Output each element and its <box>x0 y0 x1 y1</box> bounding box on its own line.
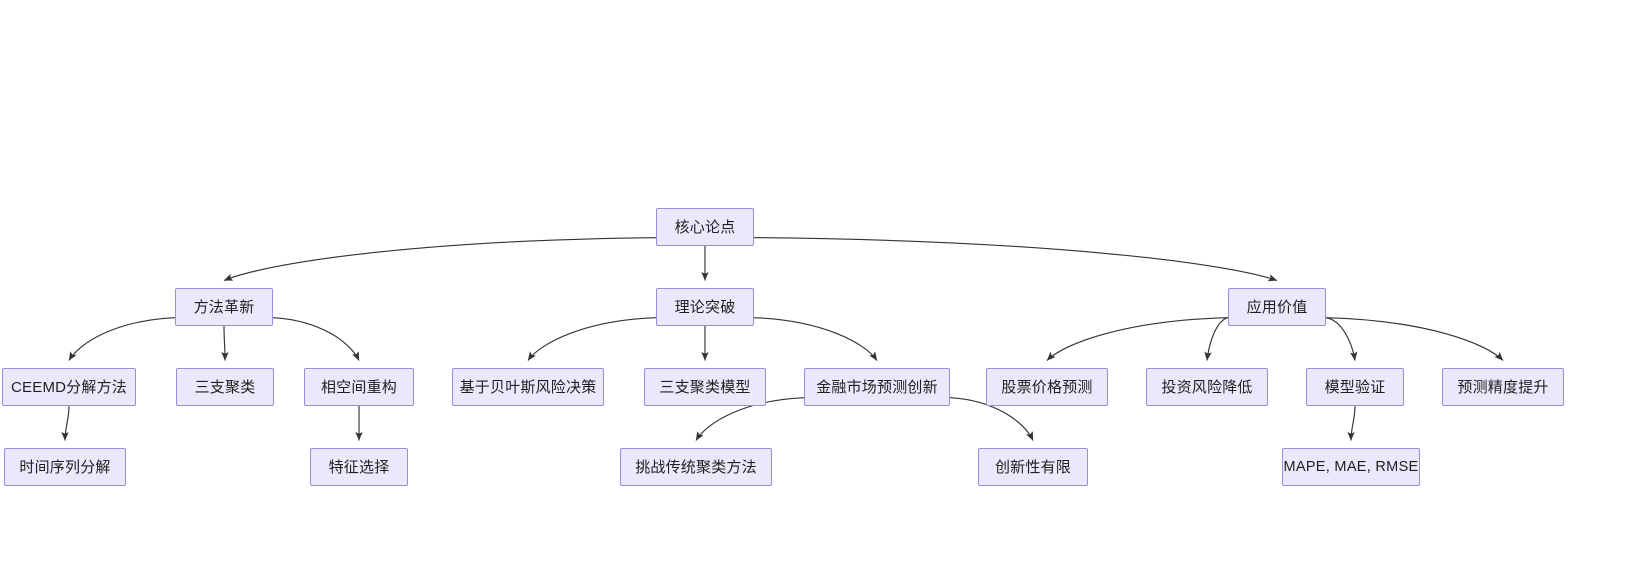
edge-validate-to-metrics <box>1347 405 1356 441</box>
node-label: 预测精度提升 <box>1457 378 1549 396</box>
edge-root-to-method <box>223 237 657 282</box>
edge-method-to-threeway <box>221 325 229 361</box>
edge-root-to-application <box>753 237 1278 282</box>
edge-paths <box>61 237 1504 441</box>
node-label: 基于贝叶斯风险决策 <box>459 378 597 396</box>
node-finance[interactable]: 金融市场预测创新 <box>804 368 950 406</box>
node-label: 时间序列分解 <box>19 458 111 476</box>
node-label: 相空间重构 <box>320 378 397 396</box>
node-metrics[interactable]: MAPE, MAE, RMSE <box>1282 448 1420 486</box>
node-label: 模型验证 <box>1324 378 1386 396</box>
node-label: 应用价值 <box>1246 298 1308 316</box>
node-theory[interactable]: 理论突破 <box>656 288 754 326</box>
node-twmodel[interactable]: 三支聚类模型 <box>644 368 766 406</box>
edge-application-to-risk <box>1204 317 1229 361</box>
edge-application-to-validate <box>1325 317 1358 361</box>
edge-method-to-ceemd <box>68 317 176 361</box>
node-risk[interactable]: 投资风险降低 <box>1146 368 1268 406</box>
node-label: 投资风险降低 <box>1161 378 1253 396</box>
node-label: 挑战传统聚类方法 <box>635 458 757 476</box>
node-tsd[interactable]: 时间序列分解 <box>4 448 126 486</box>
edge-theory-to-finance <box>753 317 878 361</box>
node-label: CEEMD分解方法 <box>11 378 127 396</box>
edge-method-to-phase <box>272 317 360 361</box>
node-bayes[interactable]: 基于贝叶斯风险决策 <box>452 368 604 406</box>
edge-ceemd-to-tsd <box>61 405 70 441</box>
edge-application-to-accuracy <box>1325 317 1504 361</box>
node-label: 特征选择 <box>328 458 390 476</box>
node-label: 金融市场预测创新 <box>816 378 938 396</box>
node-label: 股票价格预测 <box>1001 378 1093 396</box>
node-label: 三支聚类 <box>194 378 256 396</box>
node-label: 三支聚类模型 <box>659 378 751 396</box>
node-root[interactable]: 核心论点 <box>656 208 754 246</box>
node-label: 核心论点 <box>674 218 736 236</box>
node-label: 理论突破 <box>674 298 736 316</box>
node-method[interactable]: 方法革新 <box>175 288 273 326</box>
edge-theory-to-bayes <box>527 317 657 361</box>
node-limited[interactable]: 创新性有限 <box>978 448 1088 486</box>
node-threeway[interactable]: 三支聚类 <box>176 368 274 406</box>
node-stock[interactable]: 股票价格预测 <box>986 368 1108 406</box>
node-phase[interactable]: 相空间重构 <box>304 368 414 406</box>
edge-application-to-stock <box>1046 317 1229 361</box>
node-ceemd[interactable]: CEEMD分解方法 <box>2 368 136 406</box>
node-validate[interactable]: 模型验证 <box>1306 368 1404 406</box>
node-accuracy[interactable]: 预测精度提升 <box>1442 368 1564 406</box>
node-feature[interactable]: 特征选择 <box>310 448 408 486</box>
node-label: 方法革新 <box>193 298 255 316</box>
node-challenge[interactable]: 挑战传统聚类方法 <box>620 448 772 486</box>
node-label: 创新性有限 <box>994 458 1071 476</box>
node-label: MAPE, MAE, RMSE <box>1283 458 1419 475</box>
node-application[interactable]: 应用价值 <box>1228 288 1326 326</box>
